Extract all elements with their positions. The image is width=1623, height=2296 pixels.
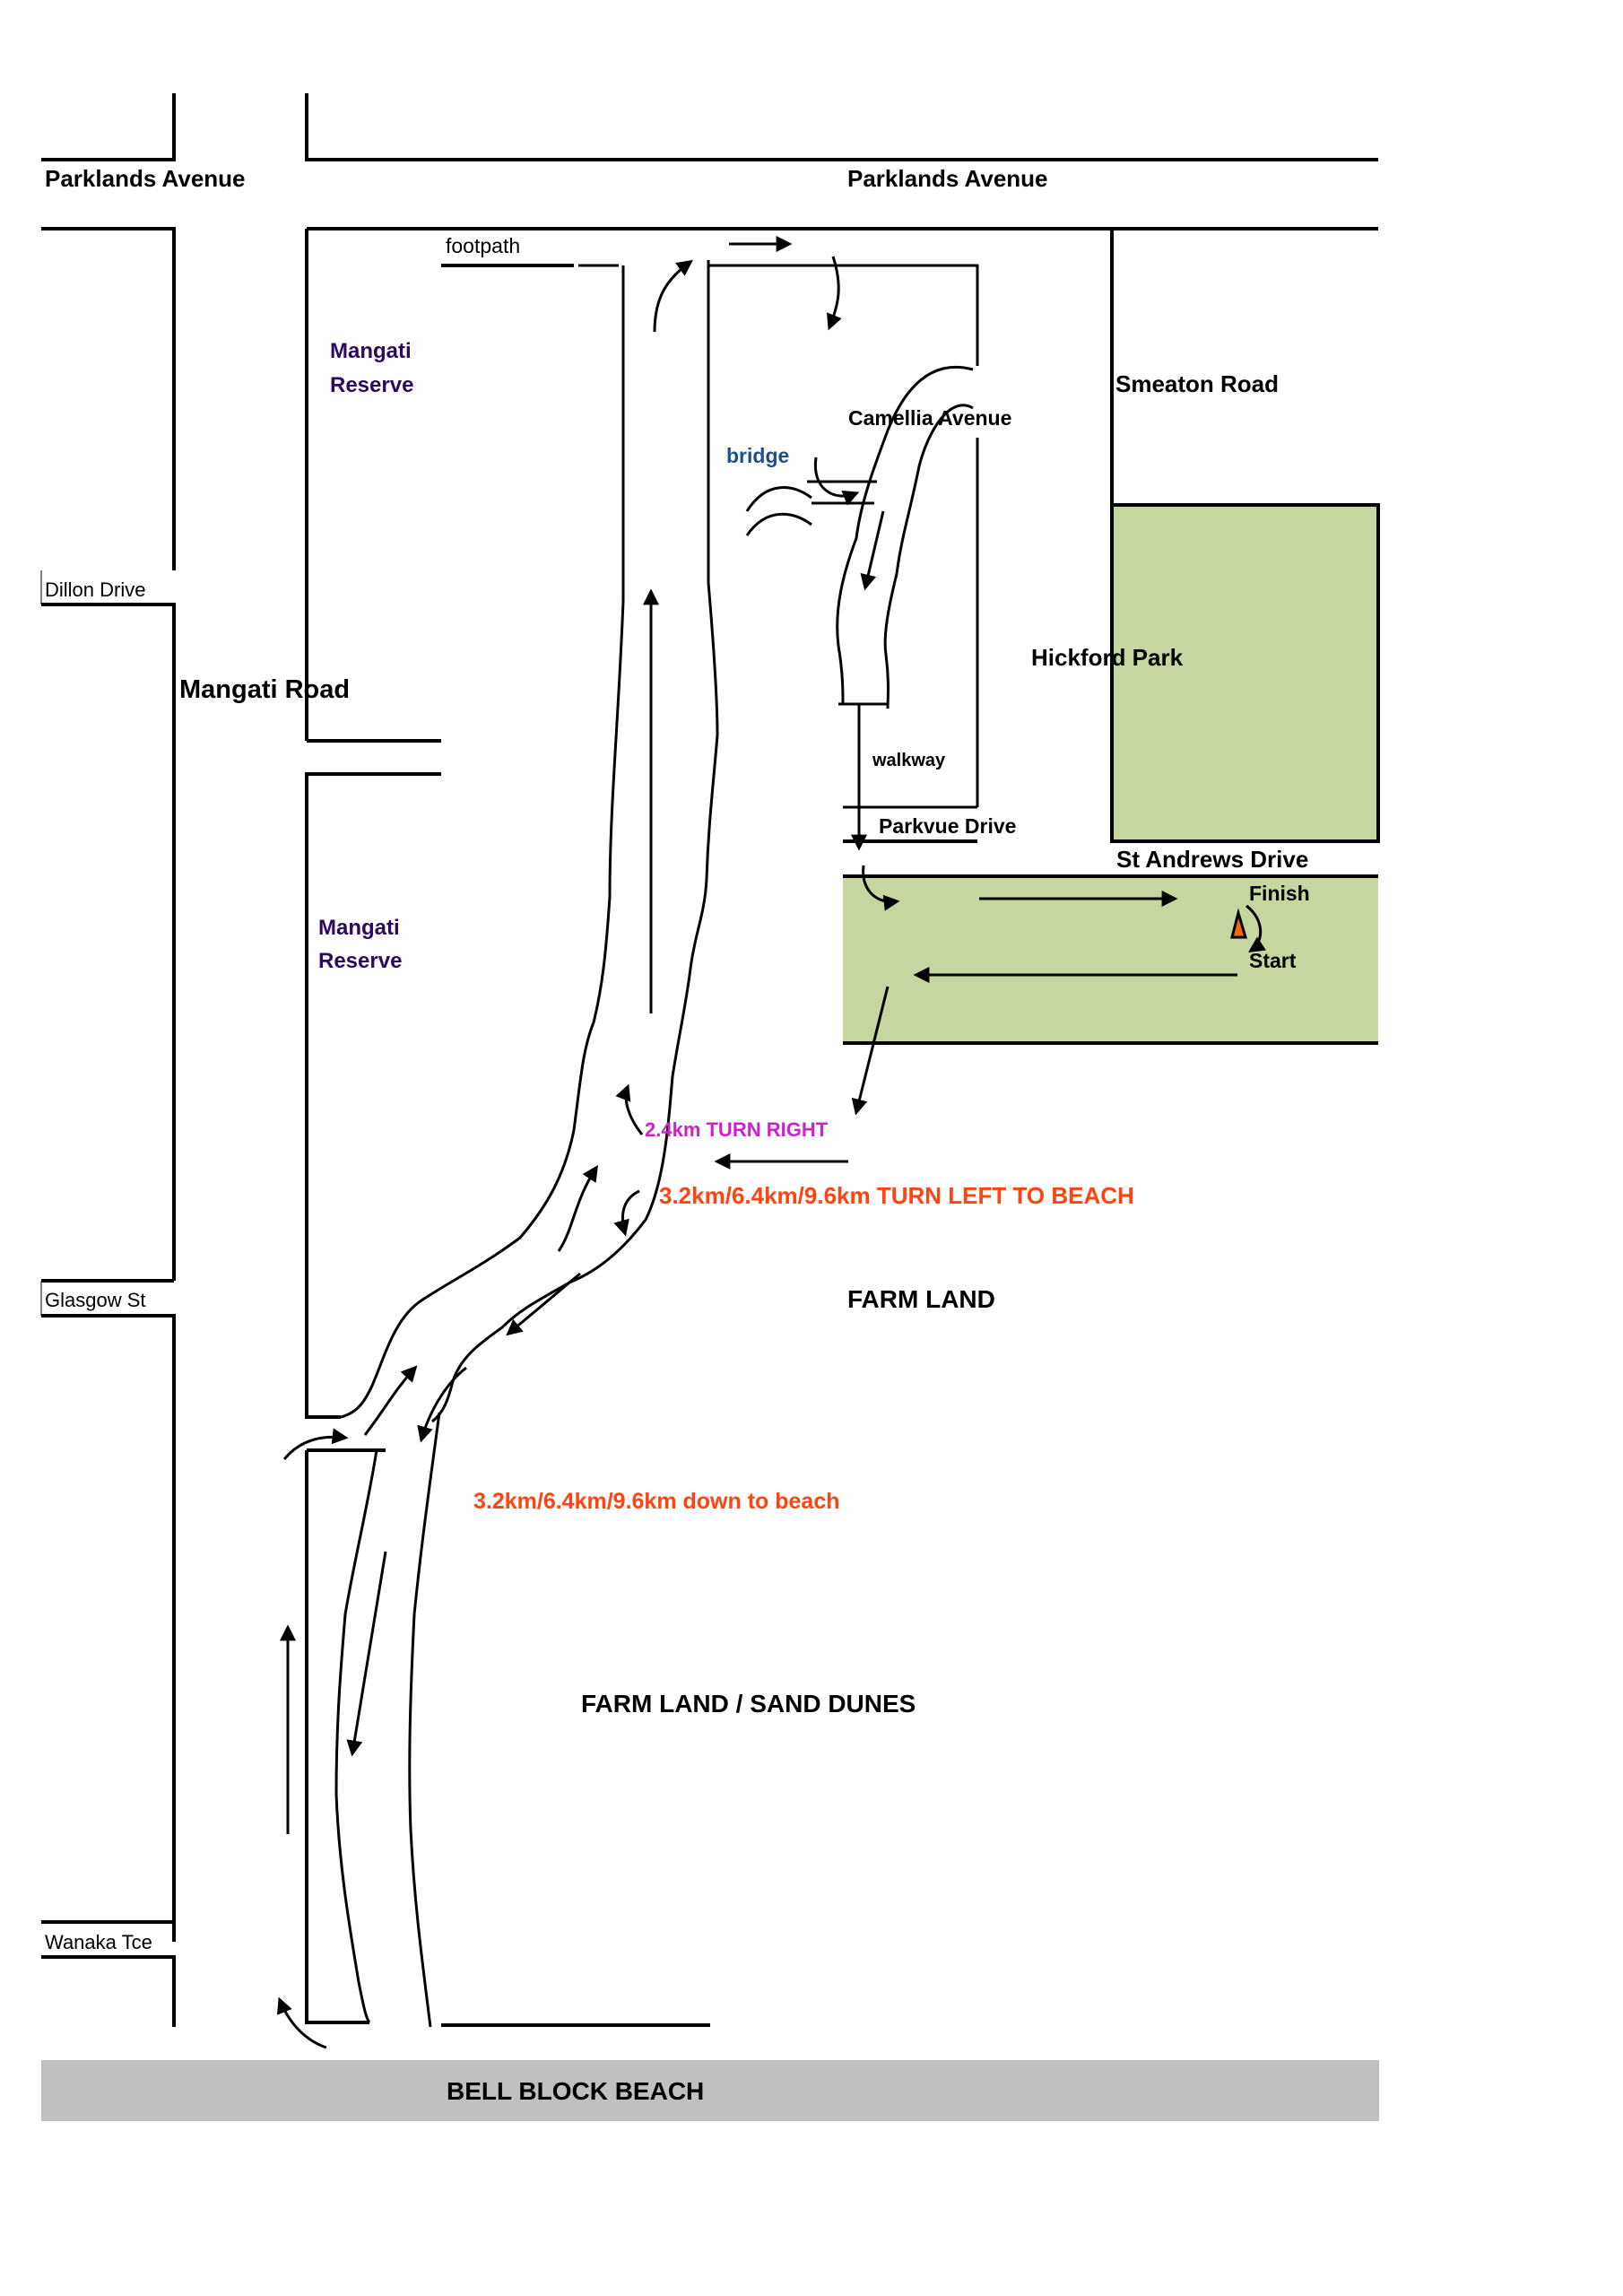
finish-label: Finish [1249,882,1310,905]
turn-left-instruction: 3.2km/6.4km/9.6km TURN LEFT TO BEACH [659,1182,1134,1209]
arrow-down-to-beach [346,1551,387,1757]
mangati-reserve-label: Mangati [330,339,412,363]
start-finish-park-area [843,876,1378,1043]
parkvue-drive-label: Parkvue Drive [879,814,1017,838]
glasgow-st-label: Glasgow St [45,1289,146,1311]
farm-land-sand-dunes-label: FARM LAND / SAND DUNES [581,1690,916,1718]
arrow-turn-right [615,1083,644,1135]
wanaka-tce-edge [41,1955,176,2027]
down-to-beach-instruction: 3.2km/6.4km/9.6km down to beach [473,1489,840,1514]
mangati-road-west-edge [41,227,176,570]
parklands-avenue-edge [305,93,1378,161]
bell-block-beach-label: BELL BLOCK BEACH [447,2077,705,2105]
walkway-label: walkway [872,751,946,770]
mangati-reserve-label: Reserve [330,373,414,397]
stream-east-bank [451,582,719,1382]
reserve-lower-edge [305,1450,369,2024]
camellia-stream [836,365,974,705]
arrow-beach-return [276,1996,327,2049]
glasgow-st-edge [41,1314,176,1942]
loop-arrow [1245,904,1266,953]
mangati-reserve-label: Reserve [318,949,403,973]
camellia-avenue-label: Camellia Avenue [848,406,1012,430]
start-label: Start [1249,949,1297,972]
dillon-drive-edge [41,603,176,1281]
arrow-downstream [506,1272,581,1336]
arrow-turn-down [826,256,842,331]
arrow-enter-park [862,865,900,911]
arrow-exit-park [851,986,890,1116]
mangati-reserve-edge [305,772,441,1419]
stream-west-bank [340,600,625,1419]
arrow-upstream-lower [363,1365,418,1436]
stream-lower-east [408,1412,441,2028]
arrow-lower-turn [417,1366,467,1443]
start-finish-marker-icon [1230,908,1248,939]
mangati-reserve-label: Mangati [318,916,400,940]
wanaka-tce-label: Wanaka Tce [45,1931,152,1953]
arrow-return-up [557,1164,598,1252]
st-andrews-drive-label: St Andrews Drive [1116,846,1309,873]
farm-land-label: FARM LAND [847,1285,995,1313]
arrow-stream-down [860,510,885,591]
footpath-label: footpath [446,234,521,257]
stream-lower-west [334,1449,378,2023]
dillon-drive-label: Dillon Drive [45,578,146,601]
bridge-label: bridge [726,444,790,467]
arrow-mangati-in [282,1428,349,1460]
arrow-bridge [813,457,860,506]
hickford-park-label: Hickford Park [1031,644,1184,671]
turn-right-instruction: 2.4km TURN RIGHT [645,1118,829,1141]
parklands-avenue-edge [41,93,176,161]
hickford-park-area [1110,503,1380,843]
parklands-avenue-label: Parklands Avenue [45,165,246,192]
parklands-avenue-label: Parklands Avenue [847,165,1048,192]
arrow-turn-up-left [653,259,693,333]
beach-band [41,2060,1379,2121]
mangati-road-label: Mangati Road [179,675,351,704]
smeaton-road-label: Smeaton Road [1115,370,1280,397]
arrow-turn-left-beach [613,1189,640,1237]
